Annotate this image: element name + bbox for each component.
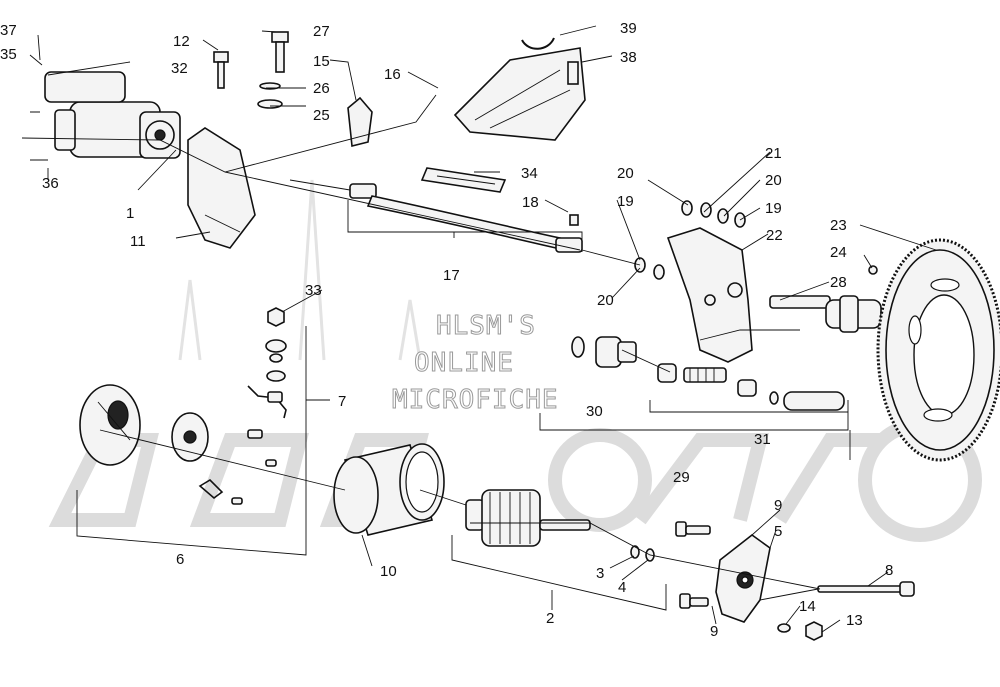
callout-20-upper-right: 20 (765, 172, 782, 189)
armature (465, 489, 591, 547)
callout-19-left: 19 (617, 193, 634, 210)
callout-23: 23 (830, 217, 847, 234)
callout-4: 4 (618, 579, 626, 596)
callout-9-bottom: 9 (710, 623, 718, 640)
callout-11: 11 (130, 233, 146, 250)
starter-motor-assembly (44, 71, 181, 159)
callout-33: 33 (305, 282, 322, 299)
callout-21: 21 (765, 145, 782, 162)
decal-34 (420, 167, 507, 193)
callout-7: 7 (338, 393, 346, 410)
motor-housing (333, 443, 445, 536)
starter-cable (349, 183, 583, 253)
callout-5: 5 (774, 523, 782, 540)
washers-19-20 (634, 200, 746, 280)
watermark-line-1: HLSM'S (436, 311, 536, 341)
callout-36: 36 (42, 175, 59, 192)
mount-bracket (666, 227, 753, 363)
bolt-12 (213, 51, 229, 89)
callout-26: 26 (313, 80, 330, 97)
starter-bracket (187, 127, 256, 249)
through-bolt-8 (817, 581, 915, 597)
callout-29: 29 (673, 469, 690, 486)
callout-18: 18 (522, 194, 539, 211)
callout-17: 17 (443, 267, 460, 284)
callout-6: 6 (176, 551, 184, 568)
washers-3-4 (630, 545, 655, 562)
brush-springs (198, 429, 277, 505)
callout-15: 15 (313, 53, 330, 70)
callout-31: 31 (754, 431, 771, 448)
callout-12: 12 (173, 33, 190, 50)
callout-22: 22 (766, 227, 783, 244)
callout-24: 24 (830, 244, 847, 261)
end-cap (79, 384, 141, 466)
callout-20-upper-left: 20 (617, 165, 634, 182)
callout-20-lower: 20 (597, 292, 614, 309)
callout-13: 13 (846, 612, 863, 629)
spring-assembly (657, 363, 845, 411)
terminal-kit (247, 307, 287, 419)
callout-8: 8 (885, 562, 893, 579)
watermark-line-3: MICROFICHE (392, 385, 559, 415)
callout-38: 38 (620, 49, 637, 66)
clip-39 (521, 37, 555, 50)
callout-labels: 1 2 3 4 5 6 7 8 9 9 10 11 12 13 14 15 16… (0, 20, 893, 640)
watermark-line-2: ONLINE (414, 348, 514, 378)
bolts-9 (675, 521, 711, 609)
callout-14: 14 (799, 598, 816, 615)
watermark: HLSM'S ONLINE MICROFICHE (392, 311, 559, 416)
callout-9-top: 9 (774, 497, 782, 514)
callout-32: 32 (171, 60, 188, 77)
callout-10: 10 (380, 563, 397, 580)
callout-37: 37 (0, 22, 17, 39)
callout-25: 25 (313, 107, 330, 124)
end-plate (715, 533, 771, 623)
shield-38 (453, 47, 586, 141)
fitting-18 (569, 214, 579, 226)
callout-2: 2 (546, 610, 554, 627)
callout-30: 30 (586, 403, 603, 420)
nut-13-washer-14 (777, 621, 823, 641)
clamp-15 (347, 96, 373, 147)
callout-39: 39 (620, 20, 637, 37)
drive-shaft (769, 295, 882, 333)
callout-19-right: 19 (765, 200, 782, 217)
bolt-27 (257, 31, 289, 109)
callout-28: 28 (830, 274, 847, 291)
callout-16: 16 (384, 66, 401, 83)
callout-3: 3 (596, 565, 604, 582)
callout-34: 34 (521, 165, 538, 182)
brush-plate (171, 412, 209, 462)
ring-gear (868, 238, 1000, 462)
callout-1: 1 (126, 205, 134, 222)
callout-27: 27 (313, 23, 330, 40)
callout-35: 35 (0, 46, 17, 63)
leader-lines (21, 25, 937, 633)
